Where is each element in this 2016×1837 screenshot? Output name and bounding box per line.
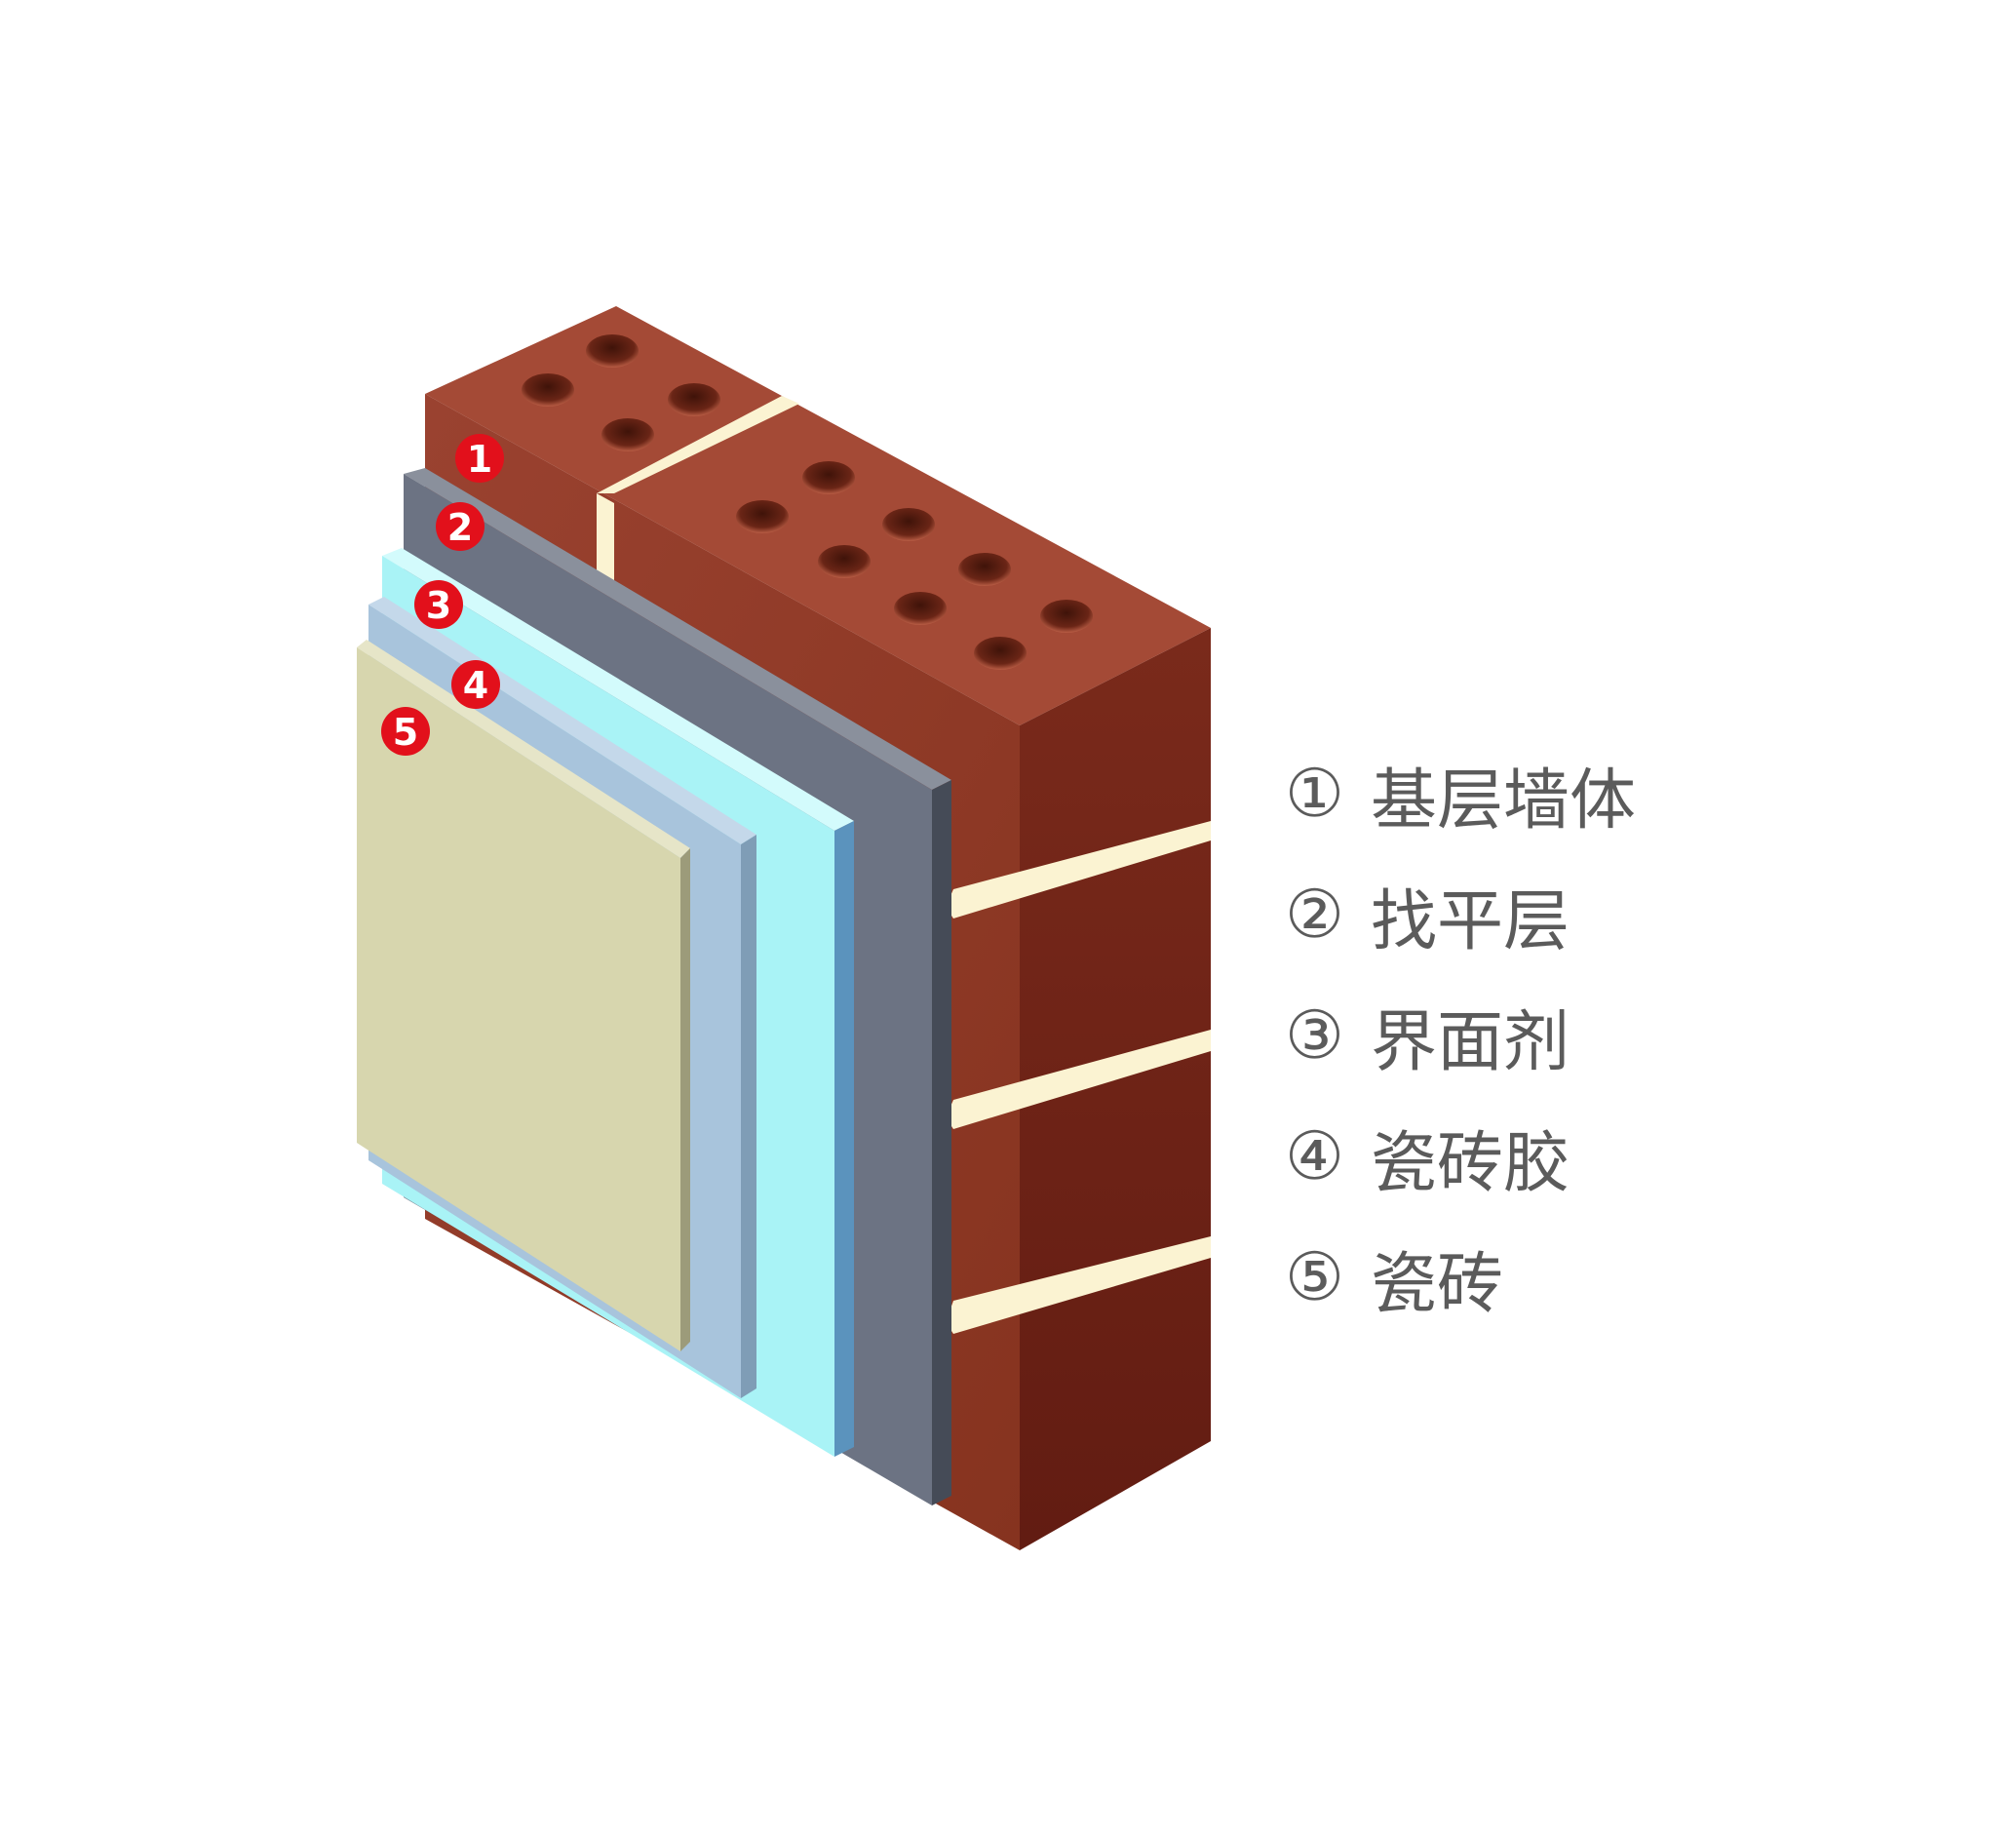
brick-hole bbox=[668, 383, 720, 416]
legend-item-2: ② 找平层 bbox=[1285, 854, 1636, 975]
brick-holes bbox=[522, 334, 1093, 670]
adhesive-side bbox=[741, 835, 756, 1398]
mortar-joint-3 bbox=[946, 1236, 1211, 1334]
marker-4: 4 bbox=[451, 660, 500, 709]
marker-2: 2 bbox=[436, 502, 485, 551]
marker-2-circle bbox=[436, 502, 485, 551]
brick-top-face bbox=[425, 306, 1211, 725]
brick-hole bbox=[802, 461, 855, 494]
interface-edge-top bbox=[382, 548, 854, 831]
brick-hole bbox=[894, 592, 947, 625]
marker-1: 1 bbox=[455, 434, 504, 483]
marker-5-number: 5 bbox=[393, 711, 418, 754]
marker-4-circle bbox=[451, 660, 500, 709]
legend-item-4: ④ 瓷砖胶 bbox=[1285, 1096, 1636, 1217]
marker-5: 5 bbox=[381, 707, 430, 756]
legend-item-1: ① 基层墙体 bbox=[1285, 733, 1636, 854]
interface-side bbox=[834, 821, 854, 1457]
legend-item-5: ⑤ 瓷砖 bbox=[1285, 1217, 1636, 1338]
legend-label-5: 瓷砖 bbox=[1371, 1245, 1504, 1323]
legend-label-4: 瓷砖胶 bbox=[1371, 1124, 1570, 1202]
leveling-side bbox=[932, 780, 951, 1505]
brick-hole bbox=[958, 553, 1011, 586]
brick-hole bbox=[522, 373, 574, 407]
brick-hole bbox=[736, 500, 789, 533]
mortar-joint-top bbox=[597, 396, 799, 493]
marker-5-circle bbox=[381, 707, 430, 756]
marker-1-circle bbox=[455, 434, 504, 483]
marker-4-number: 4 bbox=[463, 664, 488, 707]
tile-side bbox=[680, 848, 690, 1351]
marker-3: 3 bbox=[414, 580, 463, 629]
brick-hole bbox=[882, 508, 935, 541]
brick-hole bbox=[974, 637, 1027, 670]
layer-5-ceramic-tile bbox=[357, 640, 690, 1351]
legend-mark-2: ② bbox=[1285, 876, 1344, 954]
legend-label-2: 找平层 bbox=[1371, 882, 1570, 960]
tile-edge-top bbox=[357, 640, 690, 858]
leveling-edge-top bbox=[404, 468, 951, 790]
adhesive-edge-top bbox=[368, 597, 756, 844]
legend-label-3: 界面剂 bbox=[1371, 1003, 1570, 1081]
mortar-joint-1 bbox=[946, 821, 1211, 918]
mortar-joint-vertical bbox=[597, 493, 614, 585]
marker-2-number: 2 bbox=[447, 506, 473, 549]
legend-mark-5: ⑤ bbox=[1285, 1238, 1344, 1316]
mortar-joint-2 bbox=[946, 1030, 1211, 1129]
brick-side-face bbox=[1020, 628, 1211, 1550]
marker-3-number: 3 bbox=[426, 584, 451, 627]
legend-mark-3: ③ bbox=[1285, 997, 1344, 1075]
tile-front bbox=[357, 647, 680, 1351]
brick-hole bbox=[601, 418, 654, 451]
brick-hole bbox=[1040, 600, 1093, 633]
brick-hole bbox=[586, 334, 639, 368]
legend-mark-4: ④ bbox=[1285, 1117, 1344, 1195]
legend-item-3: ③ 界面剂 bbox=[1285, 975, 1636, 1096]
layer-legend: ① 基层墙体 ② 找平层 ③ 界面剂 ④ 瓷砖胶 ⑤ 瓷砖 bbox=[1285, 733, 1636, 1338]
marker-1-number: 1 bbox=[467, 438, 492, 481]
legend-mark-1: ① bbox=[1285, 755, 1344, 833]
legend-label-1: 基层墙体 bbox=[1371, 762, 1637, 840]
marker-3-circle bbox=[414, 580, 463, 629]
brick-hole bbox=[818, 545, 871, 578]
